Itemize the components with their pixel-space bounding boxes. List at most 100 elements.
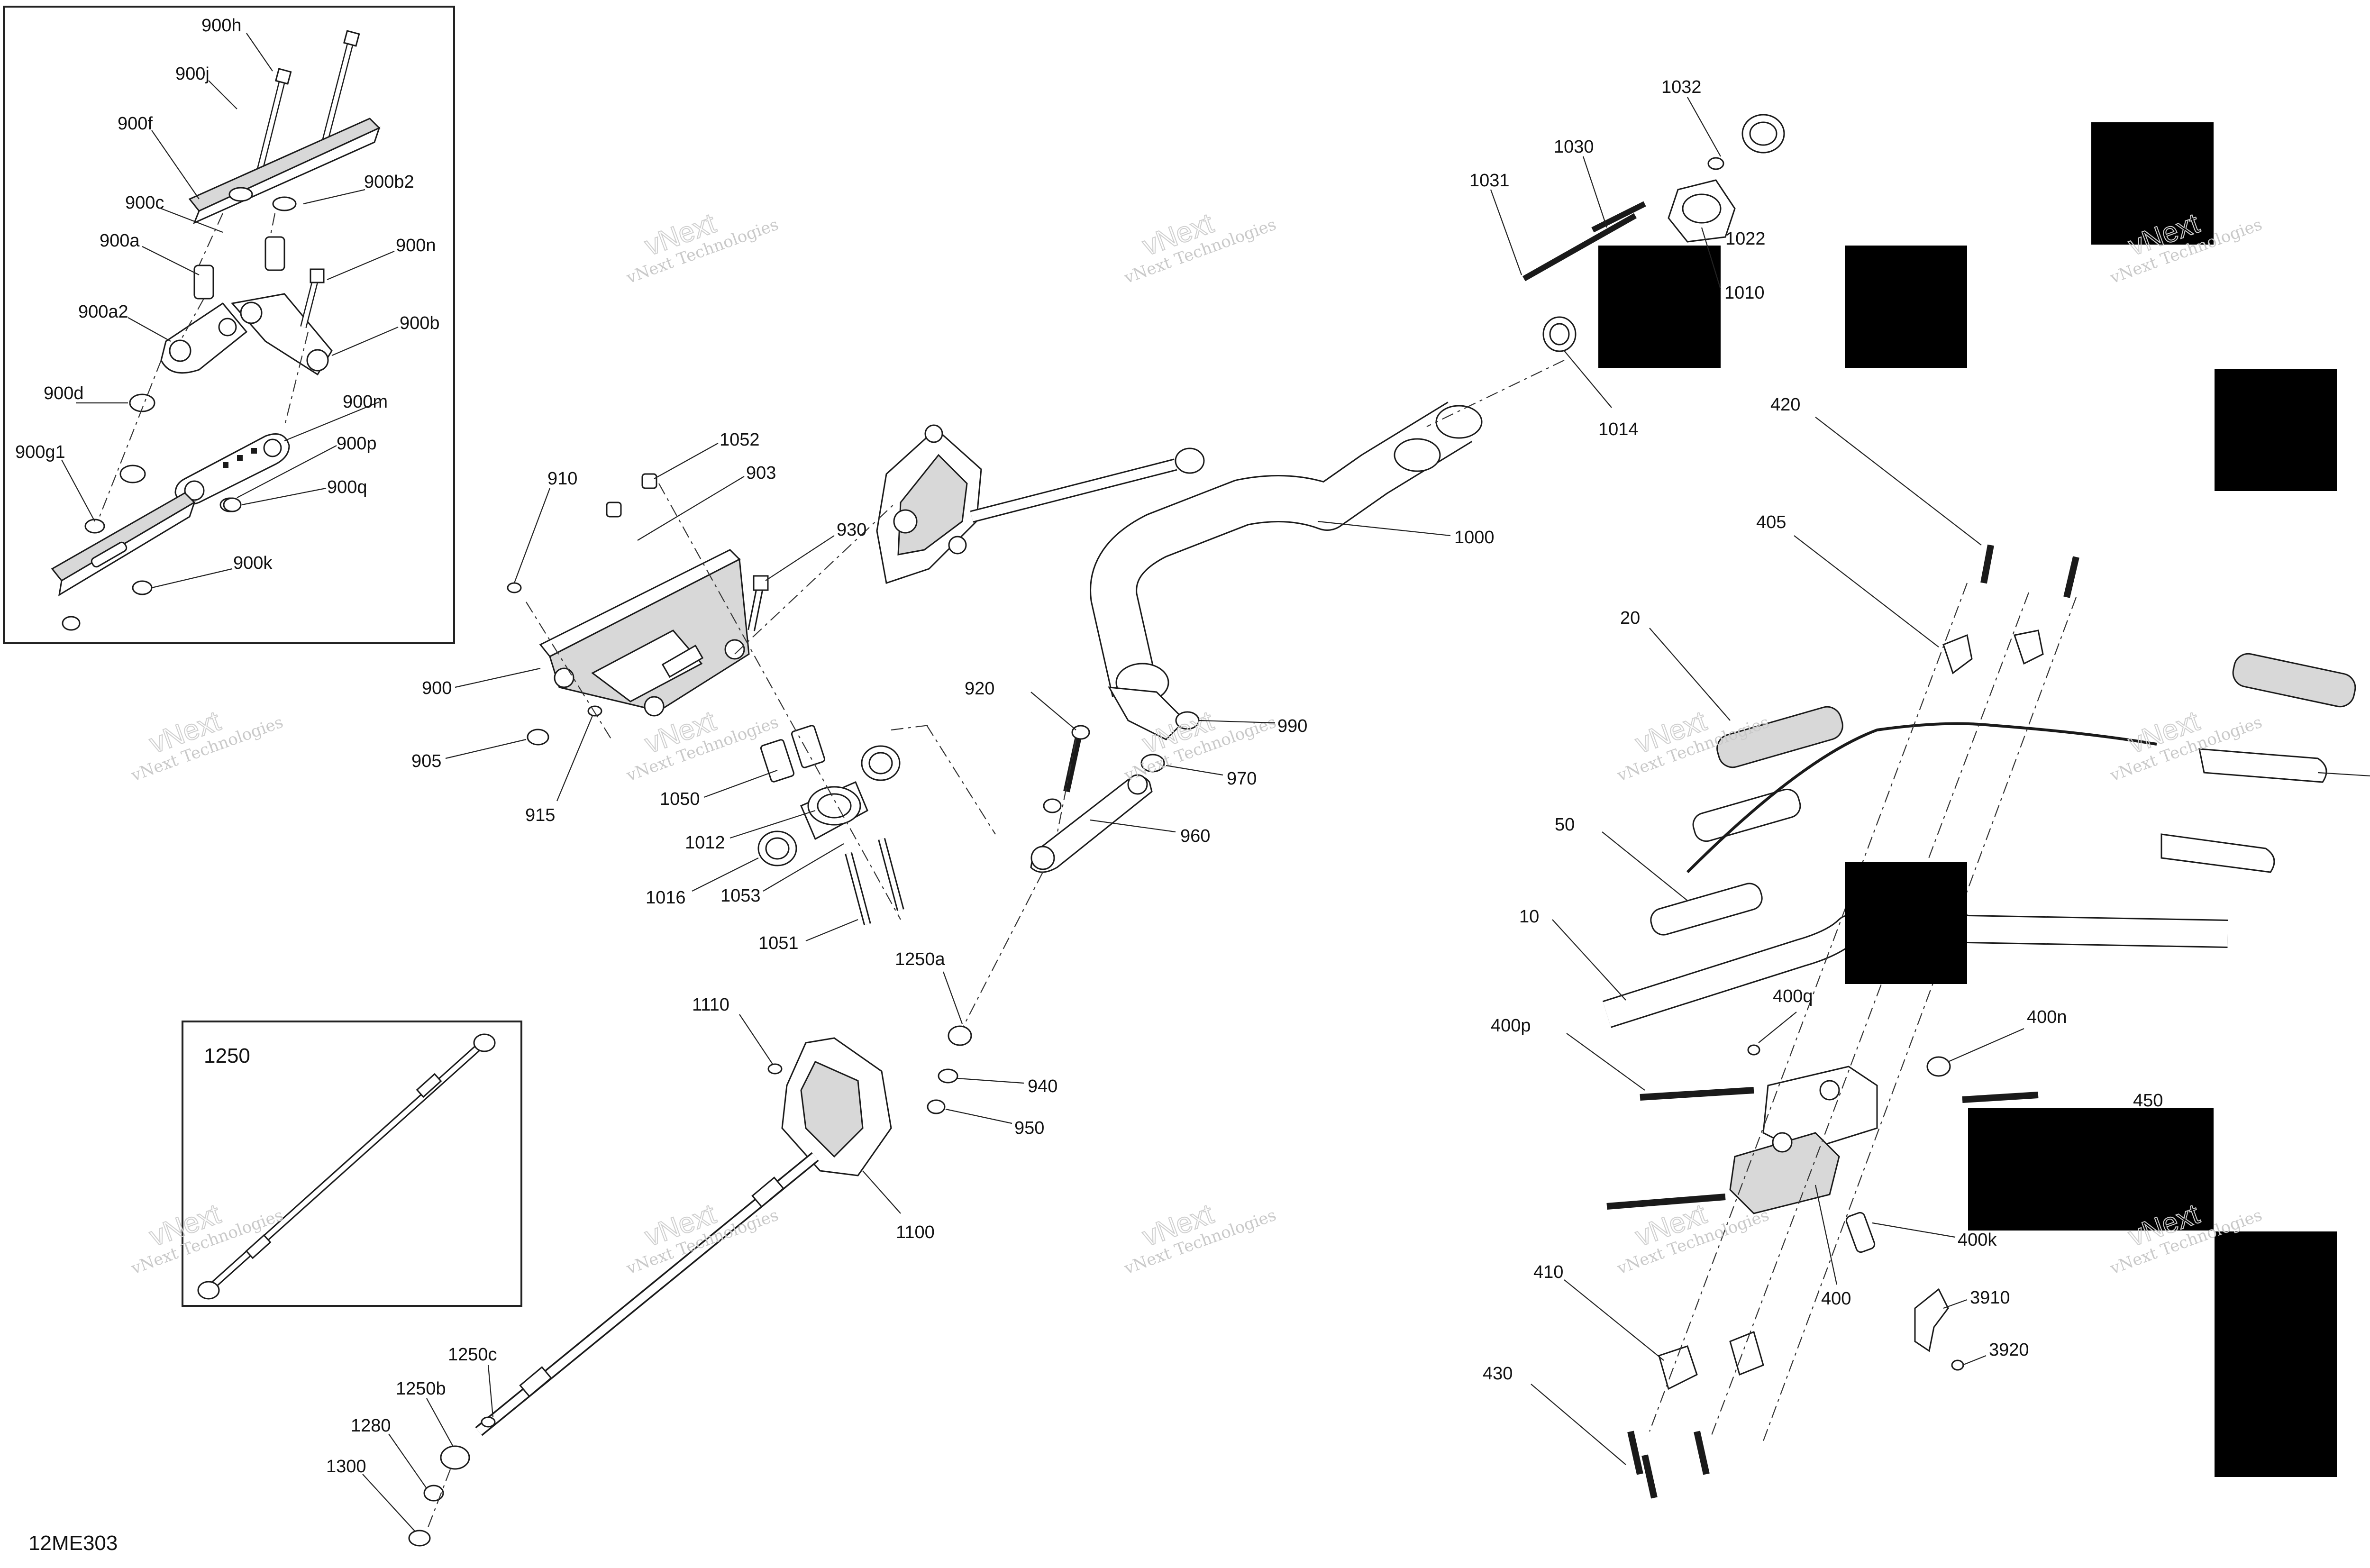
- label-3920: 3920: [1989, 1340, 2029, 1360]
- tie-rod-main: [408, 1152, 819, 1547]
- bolts-430: [1627, 1431, 1643, 1475]
- bolt-910: [507, 582, 522, 593]
- label-1016: 1016: [646, 888, 686, 908]
- redaction-5: [1845, 862, 1967, 984]
- washer-900d: [119, 465, 146, 483]
- nut-990: [1175, 711, 1200, 730]
- label-900: 900: [422, 678, 452, 698]
- label-1014: 1014: [1598, 419, 1639, 439]
- watermark-d: vNext vNext Technologies: [1121, 207, 1279, 288]
- label-900q: 900q: [327, 477, 367, 497]
- spacer-900a: [193, 264, 214, 300]
- label-1032: 1032: [1661, 77, 1702, 97]
- bushing-1016-hole: [765, 837, 790, 860]
- bracket-900: [539, 549, 750, 717]
- label-900k: 900k: [233, 553, 273, 573]
- label-940: 940: [1028, 1076, 1057, 1096]
- screw-1031: [1522, 213, 1637, 282]
- label-400q: 400q: [1773, 986, 1813, 1006]
- label-950: 950: [1014, 1118, 1044, 1138]
- watermark-f: vNext vNext Technologies: [1614, 704, 1772, 785]
- label-1031: 1031: [1469, 171, 1510, 191]
- label-990: 990: [1277, 716, 1307, 736]
- handlebar-1000: [1090, 401, 1483, 740]
- label-900n: 900n: [396, 236, 436, 255]
- label-900b2: 900b2: [364, 172, 414, 192]
- label-1250c: 1250c: [448, 1345, 497, 1365]
- label-1030: 1030: [1554, 137, 1594, 157]
- spring-400k: [1845, 1212, 1876, 1253]
- redaction-3: [2091, 122, 2214, 245]
- label-900g1: 900g1: [15, 442, 65, 462]
- washer-900c: [228, 187, 253, 202]
- label-3910: 3910: [1970, 1288, 2010, 1308]
- steering-support-assembly: [507, 424, 1205, 926]
- label-400p: 400p: [1491, 1016, 1531, 1036]
- label-10: 10: [1519, 907, 1539, 927]
- nut-903a: [606, 501, 622, 518]
- clamp-1050: [760, 725, 868, 840]
- redaction-7: [2215, 1231, 2337, 1477]
- label-50: 50: [1555, 815, 1575, 835]
- nut-900k: [132, 580, 153, 595]
- label-1110: 1110: [692, 995, 729, 1015]
- screw-400q: [1747, 1044, 1760, 1056]
- label-1280: 1280: [351, 1416, 391, 1436]
- screw-1110: [767, 1063, 783, 1075]
- ball-joint-1250b: [440, 1445, 470, 1470]
- diagram-id: 12ME303: [28, 1532, 118, 1555]
- grip-20: [1650, 706, 1843, 936]
- label-1000: 1000: [1454, 528, 1495, 547]
- bolt-900n: [300, 268, 325, 328]
- bolt-400p-lower: [1606, 1194, 1726, 1210]
- bolt-900j: [319, 30, 360, 153]
- bolts-1051: [845, 838, 904, 926]
- tie-rod-1250: [197, 1033, 496, 1300]
- washer-900b2: [272, 196, 297, 211]
- nut-900q: [223, 497, 242, 512]
- label-450: 450: [2133, 1091, 2163, 1111]
- label-430: 430: [1483, 1364, 1513, 1384]
- label-1100: 1100: [896, 1222, 935, 1242]
- link-960: [1030, 711, 1200, 873]
- watermark-i: vNext vNext Technologies: [128, 1197, 286, 1278]
- grip-insert-50: [1650, 883, 1763, 936]
- screw-1022: [1707, 157, 1724, 170]
- ring-1014-hole: [1549, 323, 1570, 346]
- inset-1250: 1250: [182, 1021, 522, 1307]
- cover-930: [876, 424, 982, 584]
- switch-1010: [1522, 114, 1785, 352]
- bolt-420: [1980, 544, 1994, 584]
- grip-25: [2160, 653, 2356, 873]
- rod-top: [970, 447, 1205, 523]
- label-1250a: 1250a: [895, 949, 946, 969]
- inset-top-left: 900h 900j 900f 900c 900b2 900a 900n 900a…: [3, 6, 455, 644]
- clamps-405: [1942, 544, 2079, 675]
- joint-1250a: [948, 1025, 972, 1046]
- redactions: [1598, 122, 2337, 1477]
- nut-1300: [408, 1530, 431, 1547]
- riser-400: [1606, 1044, 2039, 1253]
- watermark-c: vNext vNext Technologies: [624, 207, 781, 288]
- label-900a: 900a: [100, 231, 140, 251]
- screw-3920: [1951, 1359, 1964, 1371]
- inset-1250-title: 1250: [204, 1044, 250, 1067]
- label-900d: 900d: [44, 383, 84, 403]
- label-1053: 1053: [720, 886, 761, 906]
- bolt-450: [1962, 1092, 2039, 1103]
- wire-harness: [1686, 722, 2157, 874]
- label-905: 905: [411, 751, 441, 771]
- callouts: 900 905 910 915 903 1052 930 1050 1012 1…: [326, 77, 2370, 1532]
- nut-903b: [641, 473, 657, 489]
- label-900h: 900h: [201, 16, 242, 36]
- arm-900a2: [160, 302, 248, 374]
- nut-900d: [129, 393, 155, 412]
- pin-1030: [1591, 201, 1646, 233]
- label-400: 400: [1821, 1289, 1851, 1309]
- label-900f: 900f: [118, 114, 153, 134]
- label-960: 960: [1180, 826, 1210, 846]
- label-400n: 400n: [2027, 1007, 2067, 1027]
- label-1051: 1051: [758, 933, 799, 953]
- label-900p: 900p: [337, 434, 377, 454]
